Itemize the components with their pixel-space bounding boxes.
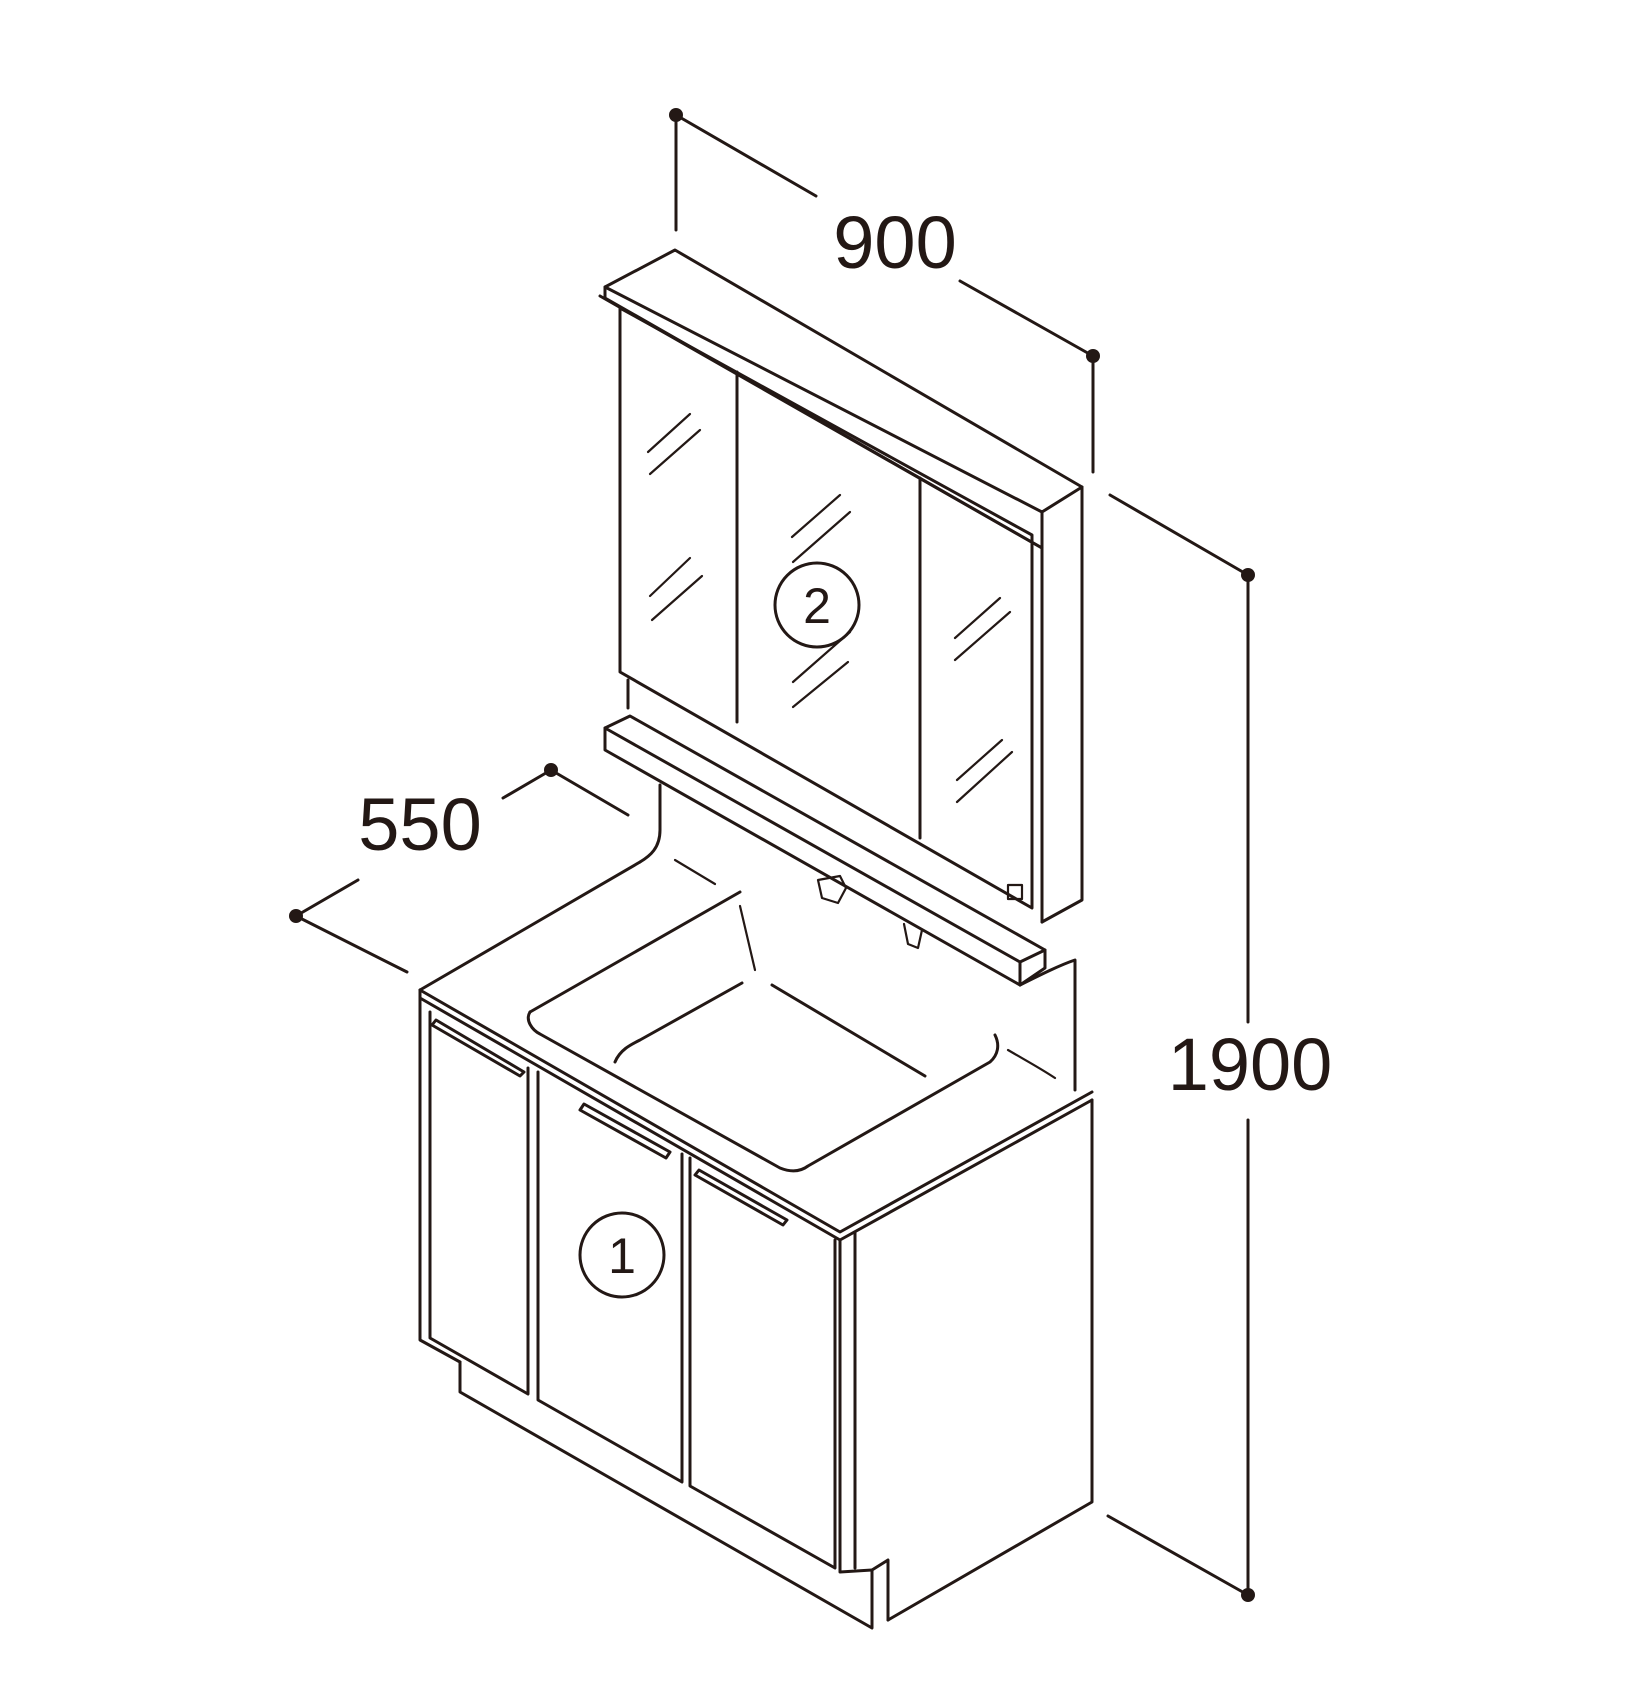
- backsplash-edge-1: [673, 858, 717, 886]
- door-handle-left-icon[interactable]: [430, 1018, 526, 1078]
- height-endpoint-bottom: [1241, 1588, 1255, 1602]
- label-circle: [773, 561, 861, 649]
- label-number: 1: [608, 1228, 636, 1284]
- width-endpoint-right: [1086, 349, 1100, 363]
- vanity-base: [418, 783, 1094, 1630]
- label-number: 2: [803, 578, 831, 634]
- cabinet-door-left[interactable]: [428, 1010, 530, 1396]
- countertop-thickness: [418, 988, 1094, 1242]
- door-handle-center-icon[interactable]: [578, 1102, 672, 1160]
- shelf-front: [603, 726, 1022, 987]
- width-extension-left: [674, 113, 818, 232]
- width-endpoint-left: [669, 108, 683, 122]
- mirror-cabinet: [598, 248, 1084, 1092]
- basin-outline: [526, 1010, 1000, 1173]
- label-mirror-cabinet: 2: [773, 561, 861, 649]
- cabinet-left-edge: [418, 996, 462, 1364]
- backsplash-edge-2: [738, 904, 757, 972]
- dimension-height: 1900: [1106, 493, 1333, 1602]
- basin-right-rim: [1006, 1048, 1057, 1080]
- height-dimension-label: 1900: [1168, 1023, 1333, 1106]
- mirror-switch-icon[interactable]: [1006, 883, 1024, 901]
- depth-extension-bottom: [294, 878, 409, 974]
- depth-endpoint-top: [544, 763, 558, 777]
- mirror-front-frame: [618, 306, 1034, 910]
- cabinet-right-side: [886, 1098, 1094, 1622]
- label-circle: [578, 1211, 666, 1299]
- dimension-depth: 550: [289, 763, 630, 974]
- cabinet-front-right-edge: [838, 1238, 874, 1574]
- backsplash-side: [1018, 958, 1077, 1092]
- height-extension-top: [1108, 493, 1250, 1024]
- height-extension-bottom: [1106, 1118, 1250, 1597]
- basin-floor-right: [770, 983, 927, 1078]
- countertop-front-edge: [418, 988, 1094, 1234]
- shelf-top: [603, 714, 1047, 964]
- faucet-spout: [902, 922, 924, 950]
- dimension-width: 900: [669, 108, 1100, 474]
- height-endpoint-top: [1241, 568, 1255, 582]
- faucet-icon: [816, 874, 848, 905]
- basin-floor-left: [613, 981, 744, 1064]
- cabinet-door-center[interactable]: [536, 1070, 684, 1484]
- width-dimension-label: 900: [833, 201, 956, 284]
- cabinet-plinth: [458, 1360, 874, 1630]
- cabinet-door-right[interactable]: [688, 1156, 837, 1570]
- mirror-right-side: [1040, 485, 1084, 924]
- depth-dimension-label: 550: [358, 783, 481, 866]
- basin-back-edge: [528, 890, 742, 1014]
- cabinet-toe-kick: [870, 1558, 890, 1622]
- mirror-top-panel: [603, 248, 1084, 514]
- depth-extension-top: [501, 768, 630, 817]
- depth-endpoint-bottom: [289, 909, 303, 923]
- countertop-back-left: [418, 860, 642, 992]
- backsplash-left: [638, 783, 662, 864]
- label-vanity: 1: [578, 1211, 666, 1299]
- door-handle-right-icon[interactable]: [693, 1168, 789, 1227]
